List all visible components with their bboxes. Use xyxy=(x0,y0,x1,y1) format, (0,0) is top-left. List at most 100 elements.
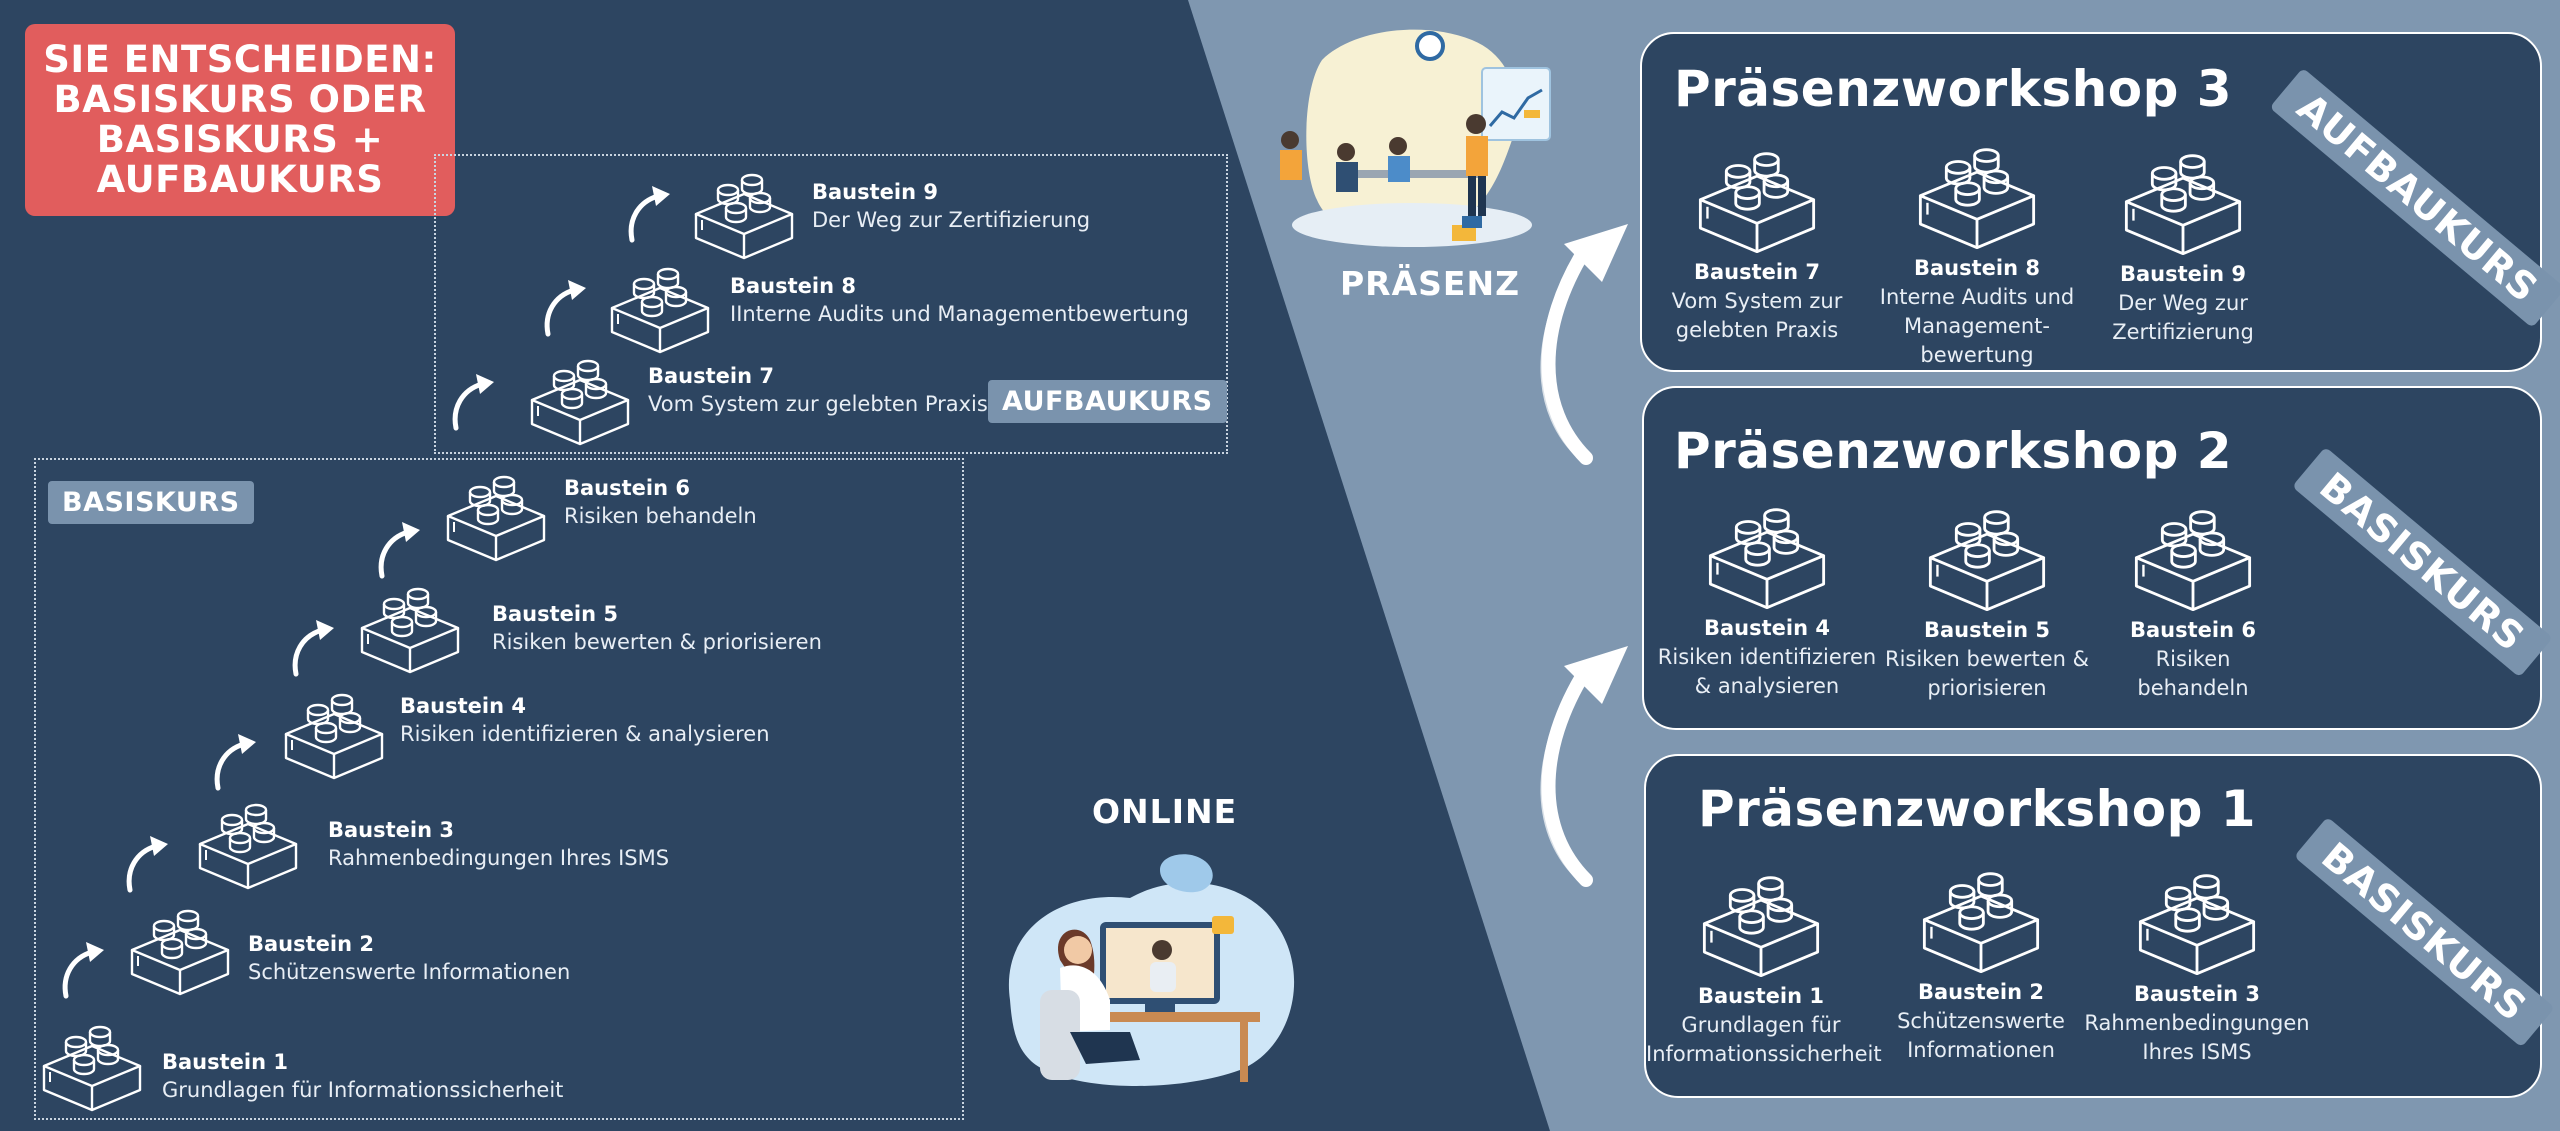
step-description: IInterne Audits und Managementbewertung xyxy=(730,302,1189,326)
module-number: Baustein 2 xyxy=(1918,980,2044,1004)
step-number: Baustein 5 xyxy=(492,602,618,626)
lego-brick-icon xyxy=(1919,856,2043,974)
lego-brick-icon xyxy=(1925,494,2049,612)
workshop-panel-2: Präsenzworkshop 2 Baustein 4 Risiken ide… xyxy=(1642,386,2553,730)
module-description: Interne Audits und xyxy=(1879,285,2075,309)
basiskurs-group-box xyxy=(34,458,964,1120)
lego-brick-icon xyxy=(2121,138,2245,256)
lego-brick-icon xyxy=(1699,860,1823,978)
headline-line: SIE ENTSCHEIDEN: xyxy=(43,38,437,81)
online-label: ONLINE xyxy=(1092,792,1238,831)
aufbaukurs-tag: AUFBAUKURS xyxy=(988,380,1227,423)
lego-brick-icon xyxy=(128,896,232,996)
headline-badge: SIE ENTSCHEIDEN: BASISKURS ODER BASISKUR… xyxy=(25,24,455,216)
step-number: Baustein 2 xyxy=(248,932,374,956)
module-number: Baustein 6 xyxy=(2130,618,2256,642)
online-learning-illustration xyxy=(1008,854,1295,1087)
step-number: Baustein 3 xyxy=(328,818,454,842)
module-number: Baustein 9 xyxy=(2120,262,2246,286)
lego-brick-icon xyxy=(1695,136,1819,254)
curved-arrow-icon xyxy=(122,834,172,894)
step-number: Baustein 7 xyxy=(648,364,774,388)
headline-line: BASISKURS ODER xyxy=(53,78,427,121)
workshop-module: Baustein 1 Grundlagen für Informationssi… xyxy=(1646,860,1882,1069)
panel-title: Präsenzworkshop 1 xyxy=(1698,780,2257,838)
brush-arrow-icon xyxy=(1540,646,1628,887)
lego-brick-icon xyxy=(40,1012,144,1112)
module-number: Baustein 7 xyxy=(1694,260,1820,284)
panel-tag: AUFBAUKURS xyxy=(2269,67,2560,329)
step-description: Schützenswerte Informationen xyxy=(248,960,571,984)
module-description: gelebten Praxis xyxy=(1675,318,1839,342)
panel-tag: BASISKURS xyxy=(2291,446,2553,678)
brush-arrow-icon xyxy=(1540,224,1628,465)
step-description: Der Weg zur Zertifizierung xyxy=(812,208,1091,232)
workshop-module: Baustein 7 Vom System zur gelebten Praxi… xyxy=(1642,136,1872,345)
workshop-module: Baustein 6 Risiken behandeln xyxy=(2078,494,2308,703)
lego-brick-icon xyxy=(692,160,796,260)
lego-brick-icon xyxy=(2131,494,2255,612)
module-description: & analysieren xyxy=(1694,674,1840,698)
step-description: Vom System zur gelebten Praxis xyxy=(648,392,988,416)
module-number: Baustein 4 xyxy=(1704,616,1830,640)
workshop-module: Baustein 5 Risiken bewerten & priorisier… xyxy=(1872,494,2102,703)
step-number: Baustein 4 xyxy=(400,694,526,718)
module-description: Risiken bewerten & xyxy=(1884,647,2089,671)
lego-brick-icon xyxy=(444,462,548,562)
module-description: priorisieren xyxy=(1927,676,2047,700)
workshop-module: Baustein 2 Schützenswerte Informationen xyxy=(1866,856,2096,1065)
lego-brick-icon xyxy=(528,346,632,446)
module-number: Baustein 8 xyxy=(1914,256,2040,280)
lego-brick-icon xyxy=(358,574,462,674)
workshop-module: Baustein 8 Interne Audits und Management… xyxy=(1862,132,2092,370)
module-description: Management- xyxy=(1904,314,2050,338)
lego-brick-icon xyxy=(608,254,712,354)
module-description: Vom System zur xyxy=(1671,289,1843,313)
panel-title: Präsenzworkshop 2 xyxy=(1674,422,2233,480)
headline-line: AUFBAUKURS xyxy=(96,158,384,201)
module-description: Der Weg zur xyxy=(2118,291,2248,315)
step-description: Risiken bewerten & priorisieren xyxy=(492,630,822,654)
module-number: Baustein 3 xyxy=(2134,982,2260,1006)
module-description: Informationen xyxy=(1907,1038,2055,1062)
lego-brick-icon xyxy=(1705,492,1829,610)
curved-arrow-icon xyxy=(448,372,498,432)
lego-brick-icon xyxy=(282,680,386,780)
module-description: Rahmenbedingungen xyxy=(2084,1011,2310,1035)
step-number: Baustein 8 xyxy=(730,274,856,298)
module-description: Zertifizierung xyxy=(2112,320,2254,344)
step-number: Baustein 9 xyxy=(812,180,938,204)
module-description: Informationssicherheit xyxy=(1646,1042,1882,1066)
headline-line: BASISKURS + xyxy=(96,118,384,161)
module-description: Risiken xyxy=(2155,647,2231,671)
workshop-module: Baustein 4 Risiken identifizieren & anal… xyxy=(1652,492,1882,701)
workshop-module: Baustein 3 Rahmenbedingungen Ihres ISMS xyxy=(2082,858,2312,1067)
workshop-module: Baustein 9 Der Weg zur Zertifizierung xyxy=(2068,138,2298,347)
curved-arrow-icon xyxy=(210,732,260,792)
step-number: Baustein 6 xyxy=(564,476,690,500)
module-description: Risiken identifizieren xyxy=(1657,645,1877,669)
lego-brick-icon xyxy=(2135,858,2259,976)
classroom-illustration xyxy=(1280,29,1551,247)
module-description: bewertung xyxy=(1920,343,2034,367)
panel-title: Präsenzworkshop 3 xyxy=(1674,60,2233,118)
step-description: Risiken identifizieren & analysieren xyxy=(400,722,770,746)
workshop-panel-1: Präsenzworkshop 1 Baustein 1 Grundlagen … xyxy=(1644,754,2555,1098)
module-number: Baustein 1 xyxy=(1698,984,1824,1008)
basiskurs-tag: BASISKURS xyxy=(48,481,254,524)
module-description: Grundlagen für xyxy=(1681,1013,1841,1037)
workshop-panel-3: Präsenzworkshop 3 Baustein 7 Vom System … xyxy=(1640,32,2560,372)
module-description: behandeln xyxy=(2137,676,2249,700)
module-description: Schützenswerte xyxy=(1897,1009,2065,1033)
step-description: Grundlagen für Informationssicherheit xyxy=(162,1078,564,1102)
lego-brick-icon xyxy=(196,790,300,890)
curved-arrow-icon xyxy=(540,278,590,338)
curved-arrow-icon xyxy=(374,520,424,580)
step-description: Rahmenbedingungen Ihres ISMS xyxy=(328,846,670,870)
step-number: Baustein 1 xyxy=(162,1050,288,1074)
module-description: Ihres ISMS xyxy=(2142,1040,2252,1064)
curved-arrow-icon xyxy=(624,184,674,244)
step-description: Risiken behandeln xyxy=(564,504,757,528)
aufbaukurs-group-box xyxy=(434,154,1228,454)
module-number: Baustein 5 xyxy=(1924,618,2050,642)
